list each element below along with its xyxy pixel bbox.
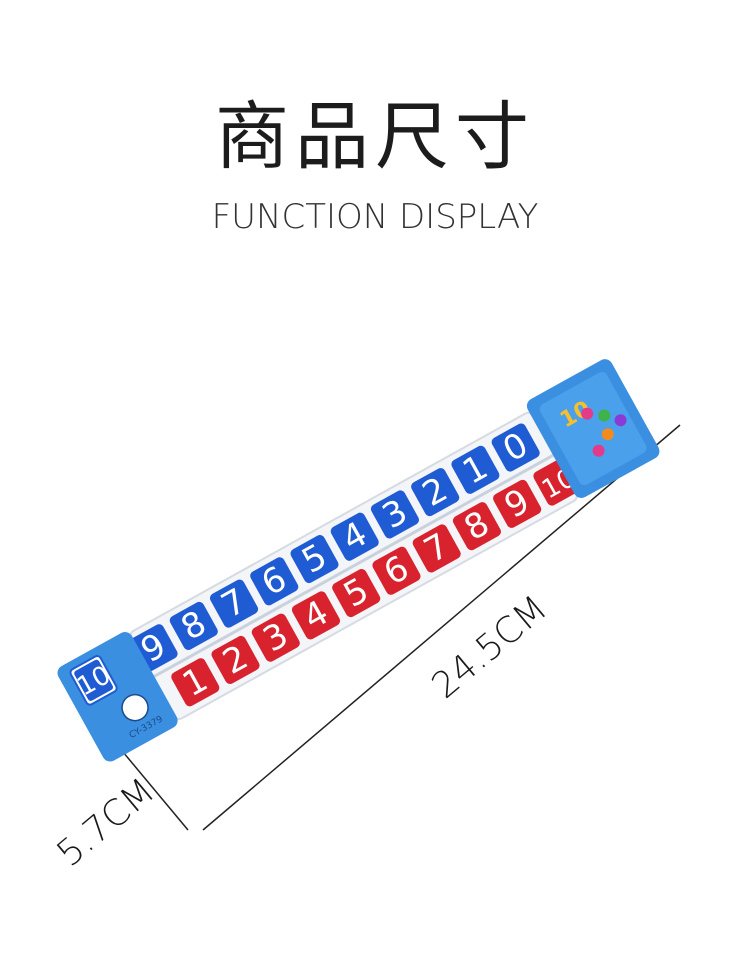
- red-number-tile: 3: [251, 613, 300, 662]
- red-number-tile: 6: [372, 546, 421, 595]
- blue-number-tile: 1: [451, 445, 500, 494]
- red-number-tile: 1: [171, 658, 220, 707]
- red-number-tile: 4: [291, 591, 341, 640]
- blue-number-tile: 6: [250, 557, 299, 606]
- blue-number-tile: 2: [411, 468, 460, 517]
- blue-number-tile: 8: [169, 601, 218, 650]
- counter-tile: [74, 659, 114, 701]
- blue-number-tile: 3: [370, 490, 419, 539]
- red-number-tile: 8: [452, 502, 501, 551]
- red-number-tile: 7: [412, 524, 461, 573]
- blue-number-tile: 4: [330, 512, 379, 561]
- left-end-cap: 10 CY-3379: [57, 632, 178, 762]
- length-dimension-line: [202, 424, 681, 831]
- red-number-tile: 9: [493, 479, 542, 528]
- page-title: 商品尺寸: [215, 94, 535, 180]
- blue-number-tile: 0: [491, 423, 540, 472]
- page-subtitle: FUNCTION DISPLAY: [211, 197, 539, 237]
- right-end-cap: 10: [526, 359, 660, 498]
- blue-number-tile: 5: [290, 534, 339, 584]
- red-number-tile: 2: [211, 635, 260, 684]
- brand-logo: [121, 693, 149, 722]
- length-label: 24.5CM: [424, 588, 555, 707]
- blue-number-tile: 7: [209, 579, 259, 628]
- width-label: 5.7CM: [49, 771, 162, 875]
- red-number-tile: 5: [332, 569, 381, 618]
